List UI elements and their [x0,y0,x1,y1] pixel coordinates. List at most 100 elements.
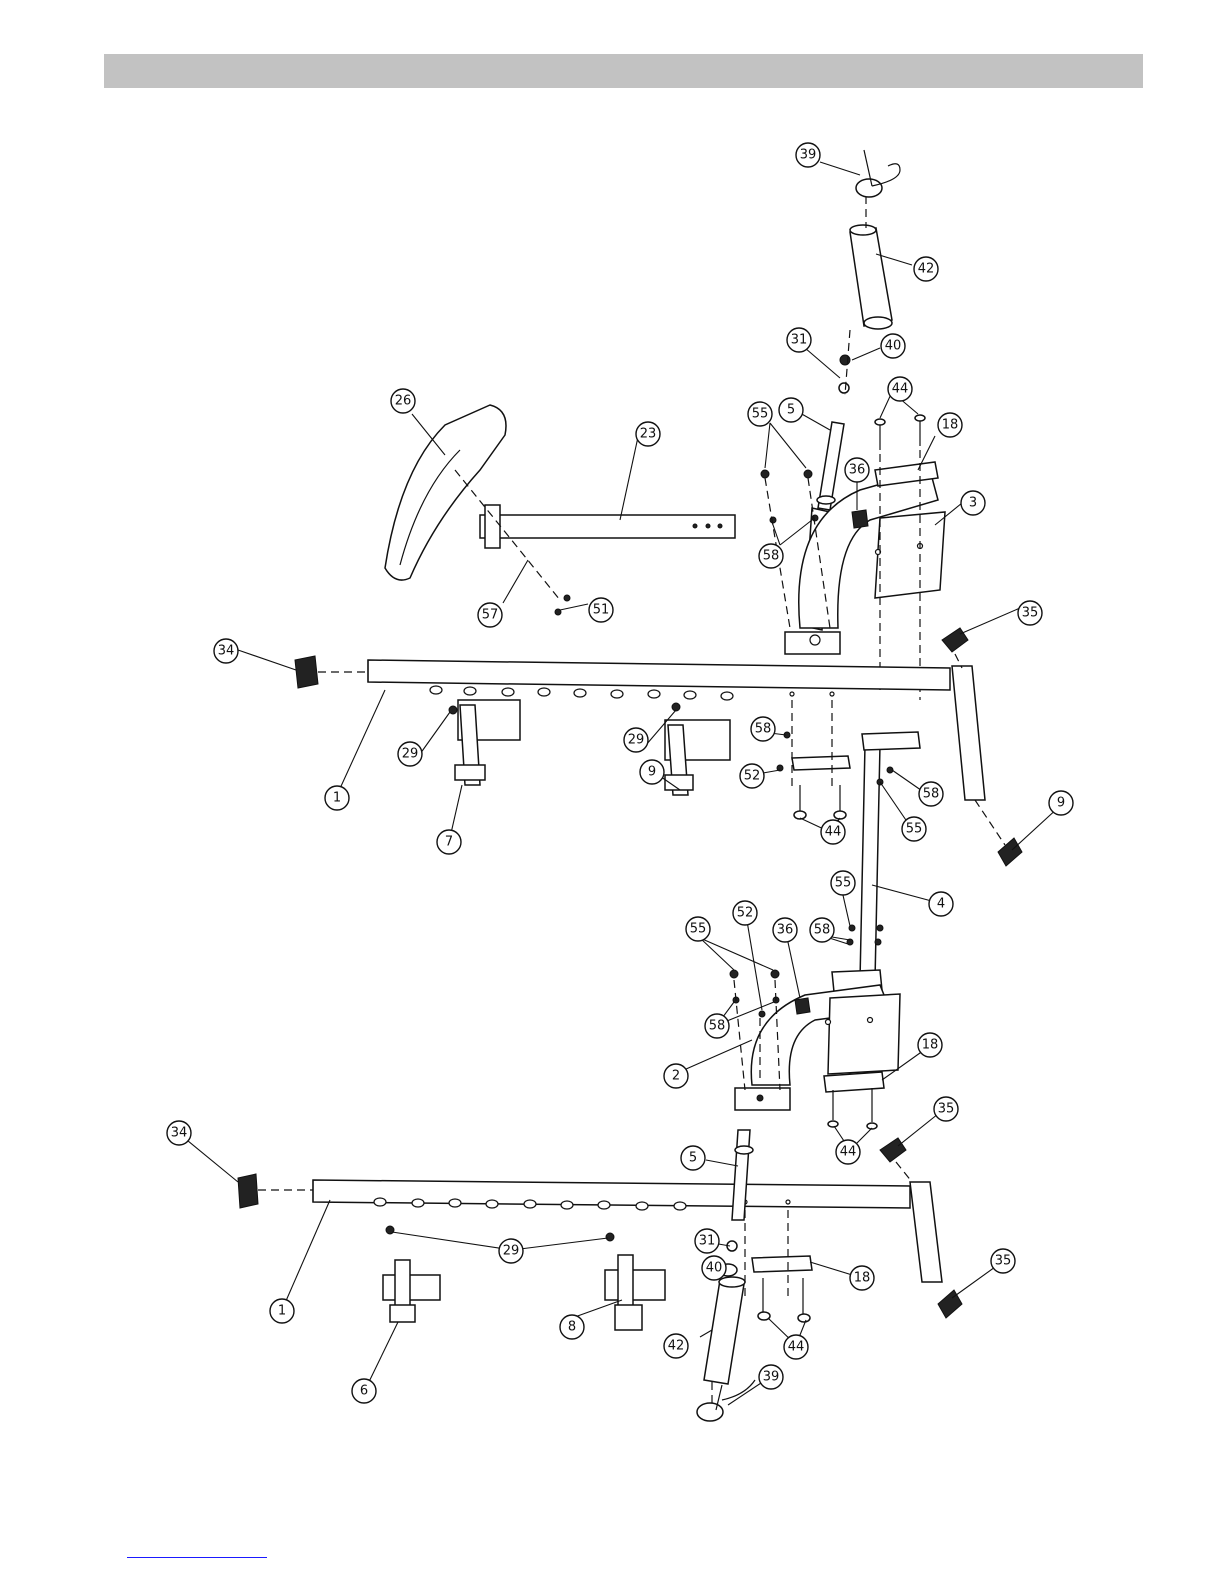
svg-text:35: 35 [1022,606,1039,621]
svg-text:40: 40 [706,1261,723,1276]
washer-stack-top [839,330,850,395]
frame-3 [785,470,945,654]
svg-text:55: 55 [690,922,707,937]
callout-40-low: 40 [702,1256,726,1280]
svg-text:55: 55 [752,407,769,422]
callout-3: 3 [961,491,985,515]
callout-44-low: 44 [836,1140,860,1164]
callout-31-low: 31 [695,1229,719,1253]
svg-text:9: 9 [1057,796,1065,811]
bolts-57-51 [455,470,570,615]
bracket-18-low [824,1072,884,1129]
upright-1-bottom [313,1180,910,1210]
svg-text:34: 34 [171,1126,188,1141]
svg-text:29: 29 [402,747,419,762]
svg-text:5: 5 [689,1151,697,1166]
post-23 [480,505,735,548]
callout-9-handle: 9 [640,760,664,784]
svg-text:39: 39 [763,1370,780,1385]
end-cap-34-bottom [238,1174,313,1208]
callout-26: 26 [391,389,415,413]
callout-36-low: 36 [773,918,797,942]
callout-2: 2 [664,1064,688,1088]
callout-4: 4 [929,892,953,916]
svg-text:40: 40 [885,339,902,354]
callout-34-bottom: 34 [167,1121,191,1145]
svg-text:35: 35 [938,1102,955,1117]
callout-42-top: 42 [914,257,938,281]
callout-5-top: 5 [779,398,803,422]
svg-text:1: 1 [333,791,341,806]
svg-text:29: 29 [503,1244,520,1259]
callout-40-top: 40 [881,334,905,358]
handles-7-6-top [449,700,730,795]
svg-text:44: 44 [788,1340,805,1355]
callout-52-low: 52 [733,901,757,925]
upright-1-top [368,660,950,700]
callout-39-bottom: 39 [759,1365,783,1389]
svg-text:6: 6 [360,1384,368,1399]
callout-55-top: 55 [748,402,772,426]
svg-text:4: 4 [937,897,945,912]
callout-36-top: 36 [845,458,869,482]
callout-6: 6 [352,1379,376,1403]
callout-23: 23 [636,422,660,446]
callout-58-left: 58 [705,1014,729,1038]
svg-text:26: 26 [395,394,412,409]
callout-1-bottom: 1 [270,1299,294,1323]
svg-text:57: 57 [482,608,499,623]
svg-text:9: 9 [648,765,656,780]
svg-text:52: 52 [744,769,761,784]
svg-text:44: 44 [840,1145,857,1160]
svg-text:31: 31 [699,1234,716,1249]
callout-52-mid: 52 [740,764,764,788]
svg-text:8: 8 [568,1320,576,1335]
svg-text:7: 7 [445,835,453,850]
svg-text:1: 1 [278,1304,286,1319]
callout-57: 57 [478,603,502,627]
svg-text:55: 55 [906,822,923,837]
callout-44-bottom: 44 [784,1335,808,1359]
callout-58-mid: 58 [751,717,775,741]
svg-text:58: 58 [923,787,940,802]
foot-tube-bottom [910,1182,942,1282]
svg-text:18: 18 [942,418,959,433]
callout-7: 7 [437,830,461,854]
callout-55-left: 55 [686,917,710,941]
svg-text:36: 36 [777,923,794,938]
callout-29-c: 29 [499,1239,523,1263]
svg-text:3: 3 [969,496,977,511]
foot-tube-top [952,666,985,800]
svg-text:58: 58 [814,923,831,938]
callout-42-low: 42 [664,1334,688,1358]
storage-tube-top [850,196,892,329]
svg-text:34: 34 [218,644,235,659]
end-caps-35-9 [942,628,1022,866]
svg-text:42: 42 [668,1339,685,1354]
svg-text:44: 44 [892,382,909,397]
lock-pin-bottom [697,1380,755,1421]
callout-58-top: 58 [759,544,783,568]
svg-text:2: 2 [672,1069,680,1084]
bracket-18-mid [777,700,850,819]
callout-18-low: 18 [850,1266,874,1290]
svg-text:35: 35 [995,1254,1012,1269]
callout-58-right: 58 [919,782,943,806]
svg-text:18: 18 [854,1271,871,1286]
bolts-44-top [875,415,925,450]
callout-31-top: 31 [787,328,811,352]
callout-35-mid: 35 [934,1097,958,1121]
callout-29-a: 29 [398,742,422,766]
callout-58-low: 58 [810,918,834,942]
bracket-18-bottom [745,1210,812,1322]
callout-9-foot: 9 [1049,791,1073,815]
backrest-pad-26 [385,405,506,580]
svg-text:23: 23 [640,427,657,442]
callout-5-low: 5 [681,1146,705,1170]
svg-text:31: 31 [791,333,808,348]
callout-44-mid: 44 [821,820,845,844]
callout-35-top: 35 [1018,601,1042,625]
cross-member-4 [832,732,920,992]
handles-6-8 [383,1226,665,1330]
